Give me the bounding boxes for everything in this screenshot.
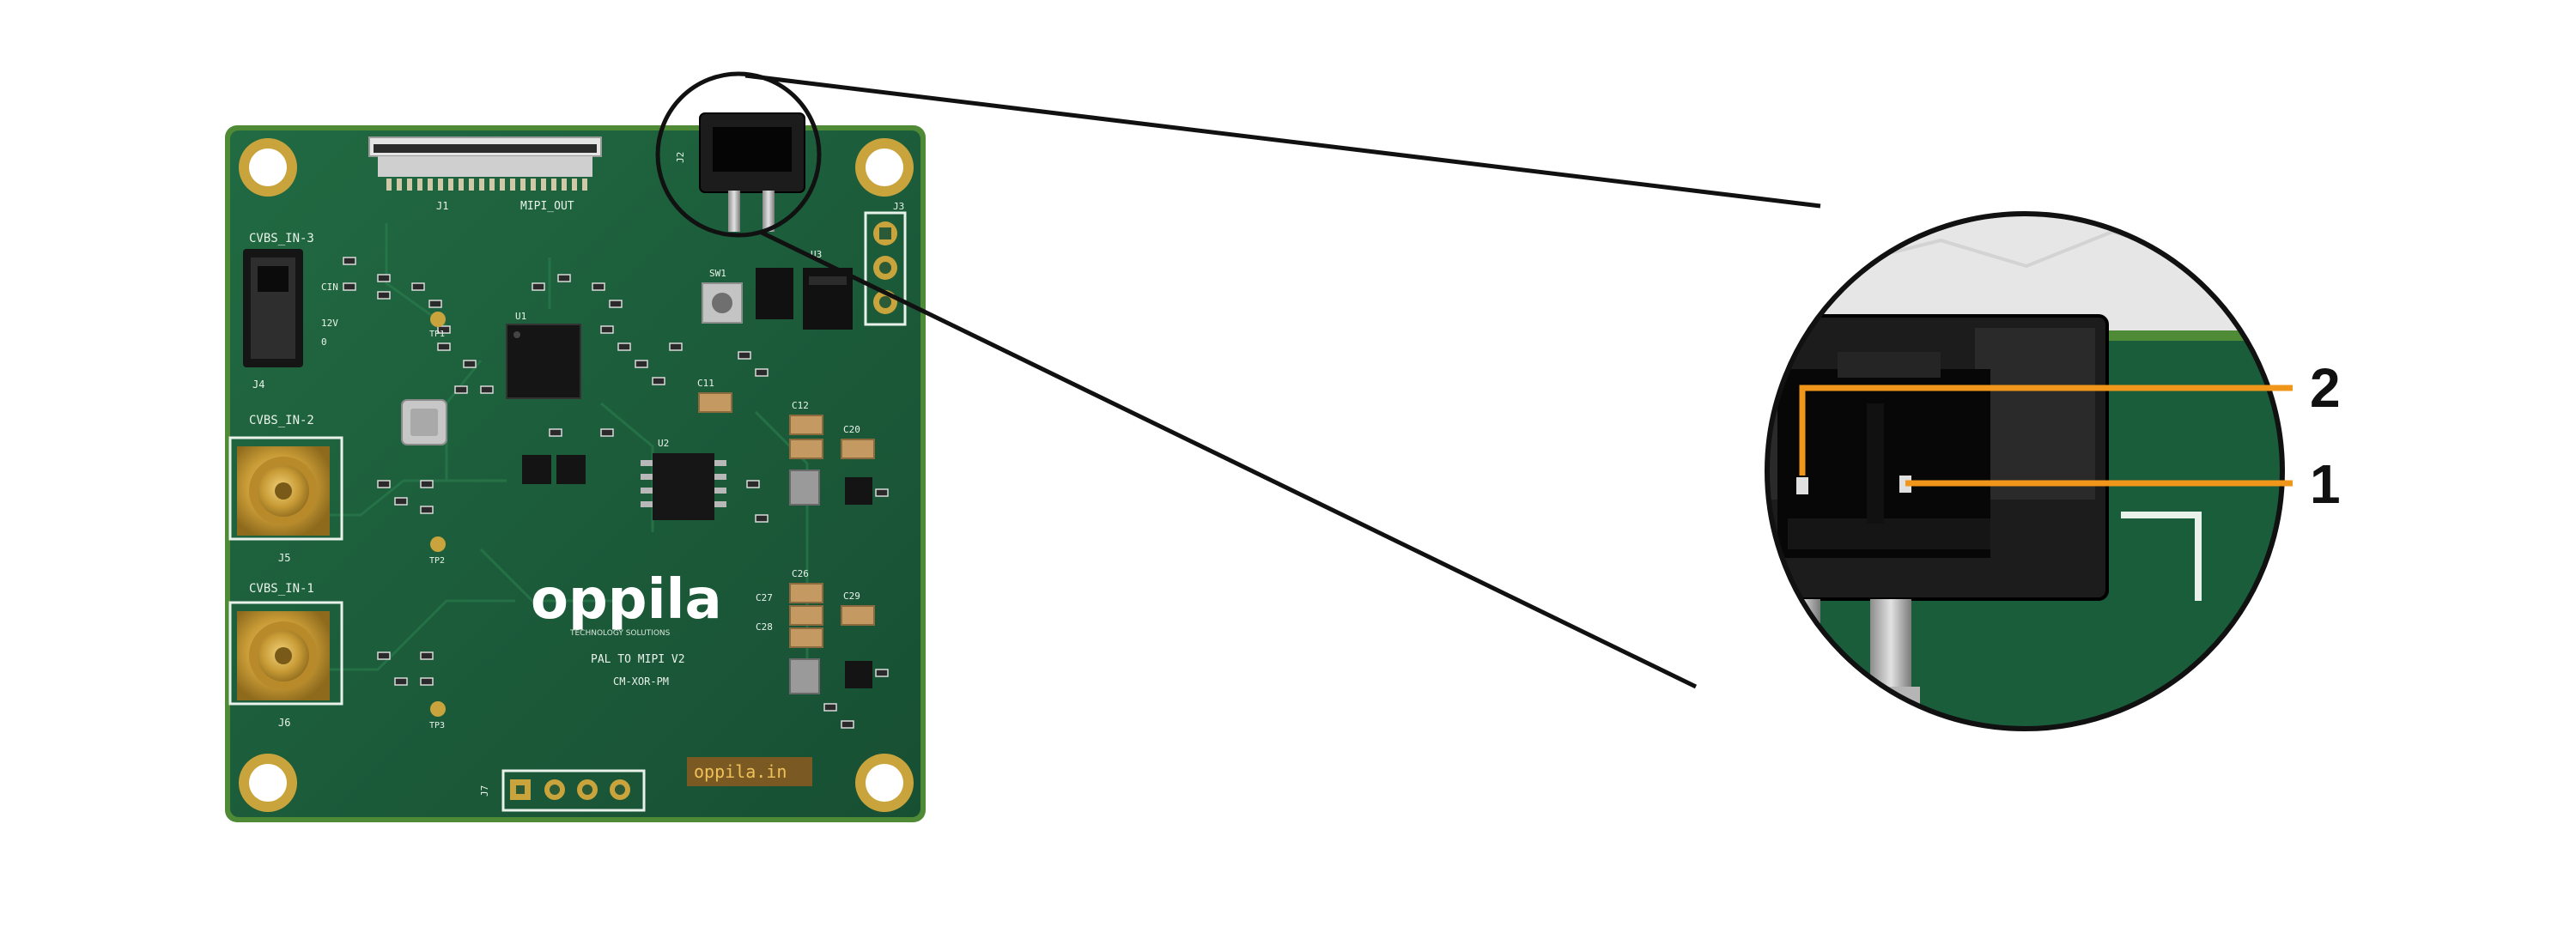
label-mipi-out: MIPI_OUT: [520, 200, 574, 213]
pcb-traces: [292, 223, 809, 687]
magnifier-line-top: [744, 73, 1821, 209]
inductors: [789, 470, 820, 694]
label-c28: C28: [756, 621, 773, 633]
board-code: CM-XOR-PM: [613, 676, 669, 688]
label-cvbs3: CVBS_IN-3: [249, 232, 314, 245]
logo-tagline: TECHNOLOGY SOLUTIONS: [569, 629, 671, 638]
label-j4: J4: [252, 379, 264, 391]
label-j5: J5: [278, 552, 290, 564]
pcb-board: MIPI_OUT J1 J2 J3 CVBS_IN-3 CIN 12V 0 J4: [225, 112, 926, 822]
zoom-view: [1767, 214, 2282, 729]
label-u2: U2: [658, 438, 669, 449]
j3-header: [864, 211, 907, 326]
label-tp1: TP1: [429, 330, 445, 339]
label-c26: C26: [792, 568, 809, 579]
label-c12: C12: [792, 400, 809, 411]
label-sel-12v: 12V: [321, 318, 338, 329]
callout-label-1: 1: [2310, 453, 2341, 515]
sw1-button: [702, 282, 743, 324]
label-cvbs2: CVBS_IN-2: [249, 414, 314, 427]
smd-capacitors: [698, 392, 875, 648]
magnifier-zoom-circle: [1765, 211, 2285, 731]
url-text: oppila.in: [694, 761, 787, 782]
label-u1: U1: [515, 311, 526, 322]
smd-passives: [343, 257, 889, 729]
j4-selector: [243, 249, 303, 367]
label-j7: J7: [479, 785, 490, 797]
label-c29: C29: [843, 591, 860, 602]
oscillator: [401, 399, 447, 445]
j7-header: [501, 769, 646, 812]
label-j1: J1: [436, 200, 448, 212]
label-sw1: SW1: [709, 268, 726, 279]
small-ics: [522, 455, 872, 688]
label-j2: J2: [675, 152, 686, 163]
magnifier-source-circle: [655, 71, 822, 238]
mipi-fpc-connector: [368, 136, 602, 191]
oppila-logo: oppila: [531, 568, 722, 632]
j2-connector: [699, 112, 805, 232]
label-c11: C11: [697, 378, 714, 389]
magnifier-line-bottom: [758, 229, 1698, 689]
label-sel-cin: CIN: [321, 282, 338, 293]
u2-chip: [641, 453, 726, 520]
label-c20: C20: [843, 424, 860, 435]
callout-label-2: 2: [2310, 357, 2341, 419]
magnifier: 2 1: [655, 71, 2341, 731]
url-badge: [687, 757, 812, 786]
label-c27: C27: [756, 592, 773, 603]
label-sel-0: 0: [321, 336, 327, 348]
label-j6: J6: [278, 717, 290, 729]
u1-chip: [506, 324, 581, 399]
label-cvbs1: CVBS_IN-1: [249, 582, 314, 596]
label-tp2: TP2: [429, 556, 445, 566]
test-points: [430, 312, 446, 717]
u3-regulator: [756, 268, 853, 330]
label-tp3: TP3: [429, 721, 445, 730]
board-title: PAL TO MIPI V2: [591, 653, 685, 666]
callout-line-2: [1799, 385, 2293, 476]
sma-connector-j6: [228, 601, 343, 706]
sma-connector-j5: [228, 436, 343, 541]
label-j3: J3: [893, 201, 904, 212]
mounting-holes: [239, 138, 914, 812]
